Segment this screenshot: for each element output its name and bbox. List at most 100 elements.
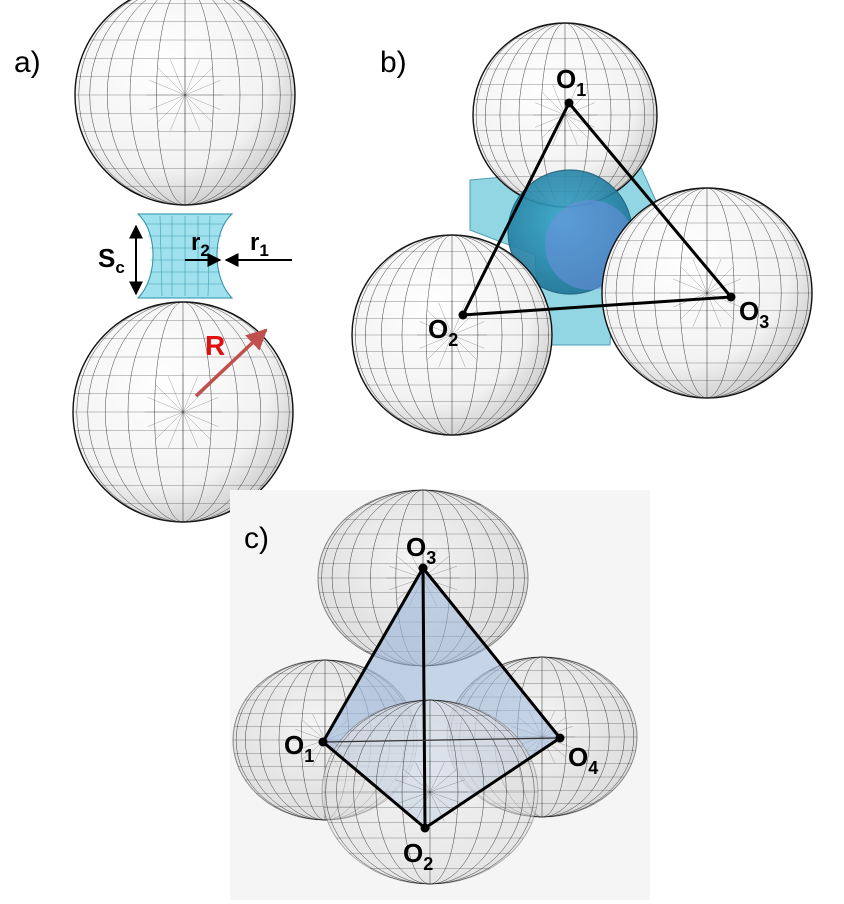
label-c-o3: O3	[406, 532, 436, 568]
point-c-o2	[420, 823, 430, 833]
mesh-meridian	[78, 0, 292, 206]
mesh-pole-line	[564, 114, 588, 138]
sphere-bottom-mesh	[73, 301, 293, 523]
mesh-pole-line	[552, 85, 566, 116]
tetrahedron-edges	[321, 567, 562, 830]
mesh-pole-line	[182, 411, 211, 440]
point-o1	[564, 98, 574, 108]
mesh-pole-line	[415, 762, 431, 793]
mesh-pole-line	[184, 94, 213, 123]
mesh-pole-line	[451, 334, 477, 360]
mesh-pole-line	[564, 114, 578, 145]
mesh-pole-line	[429, 769, 457, 793]
mesh-pole-line	[535, 114, 566, 128]
mesh-pole-line	[147, 397, 184, 413]
label-o1: O1	[556, 64, 586, 100]
panel-c-label: c)	[244, 522, 269, 555]
mesh-pole-line	[147, 411, 184, 427]
label-o3: O3	[739, 296, 769, 332]
mesh-pole-line	[427, 334, 453, 360]
mesh-pole-line	[295, 729, 326, 741]
mesh-pole-line	[170, 59, 186, 96]
mesh-pole-line	[168, 376, 184, 413]
point-o3	[726, 292, 736, 302]
mesh-pole-line	[564, 102, 595, 116]
mesh-pole-line	[438, 334, 453, 368]
mesh-pole-line	[706, 278, 742, 294]
r2-label: r2	[191, 229, 210, 260]
mesh-pole-line	[157, 94, 186, 123]
mesh-pole-line	[170, 94, 186, 131]
mesh-pole-line	[672, 278, 708, 294]
mesh-pole-line	[692, 258, 708, 294]
panel-a: a) Sc r2 r1 R	[14, 0, 296, 523]
mesh-pole-line	[155, 411, 184, 440]
mesh-pole-line	[535, 102, 566, 116]
mesh-pole-line	[680, 292, 708, 320]
mesh-pole-line	[680, 266, 708, 294]
mesh-pole-line	[157, 67, 186, 96]
sphere-b-top	[472, 22, 658, 208]
label-c-o1: O1	[284, 730, 314, 766]
mesh-pole-line	[451, 334, 466, 368]
triangle-o1-o2-o3	[460, 100, 735, 317]
sphere-b-left	[351, 234, 553, 436]
point-o2	[458, 310, 468, 320]
mesh-pole-line	[302, 720, 326, 741]
mesh-pole-line	[184, 80, 221, 96]
panel-a-label: a)	[14, 46, 41, 79]
mesh-pole-line	[429, 762, 445, 793]
mesh-pole-line	[182, 384, 211, 413]
mesh-pole-line	[168, 411, 184, 448]
mesh-pole-line	[451, 334, 485, 349]
mesh-pole-line	[415, 791, 431, 822]
mesh-pole-line	[149, 80, 186, 96]
mesh-pole-line	[184, 94, 200, 131]
point-c-o1	[318, 737, 328, 747]
mesh-meridian	[76, 301, 290, 523]
sc-label: Sc	[98, 243, 125, 277]
mesh-pole-line	[155, 384, 184, 413]
r1-label: r1	[250, 229, 269, 260]
mesh-pole-line	[542, 92, 566, 116]
mesh-pole-line	[419, 334, 453, 349]
mesh-pole-line	[184, 94, 221, 110]
mesh-pole-line	[706, 266, 734, 294]
label-o2: O2	[428, 314, 458, 350]
mesh-pole-line	[149, 94, 186, 110]
mesh-pole-line	[184, 67, 213, 96]
neck-mesh	[145, 215, 225, 297]
label-c-o2: O2	[403, 838, 433, 874]
mesh-meridian	[325, 699, 535, 885]
mesh-meridian	[605, 187, 809, 399]
sphere-top	[74, 0, 296, 206]
mesh-pole-line	[182, 397, 219, 413]
mesh-pole-line	[182, 411, 198, 448]
mesh-pole-line	[451, 302, 466, 336]
sphere-b-left-mesh	[352, 234, 552, 436]
point-c-o4	[555, 733, 565, 743]
point-c-o3	[418, 563, 428, 573]
mesh-pole-line	[419, 321, 453, 336]
mesh-pole-line	[429, 791, 465, 805]
sphere-top-mesh	[75, 0, 295, 206]
panel-b: b) O1 O2 O3	[351, 22, 813, 436]
mesh-pole-line	[184, 59, 200, 96]
mesh-pole-line	[451, 321, 485, 336]
radius-label: R	[205, 330, 225, 361]
mesh-pole-line	[438, 302, 453, 336]
radius-arrow	[194, 328, 268, 398]
sphere-b-right-mesh	[602, 187, 812, 399]
panel-b-label: b)	[380, 46, 407, 79]
mesh-pole-line	[564, 92, 588, 116]
mesh-meridian	[355, 234, 549, 436]
mesh-pole-line	[564, 114, 595, 128]
mesh-pole-line	[312, 714, 326, 741]
mesh-pole-line	[429, 779, 465, 793]
mesh-pole-line	[182, 411, 219, 427]
mesh-pole-line	[427, 310, 453, 336]
sphere-b-right	[601, 187, 813, 399]
label-c-o4: O4	[568, 742, 598, 778]
panel-c: c)	[230, 489, 650, 900]
